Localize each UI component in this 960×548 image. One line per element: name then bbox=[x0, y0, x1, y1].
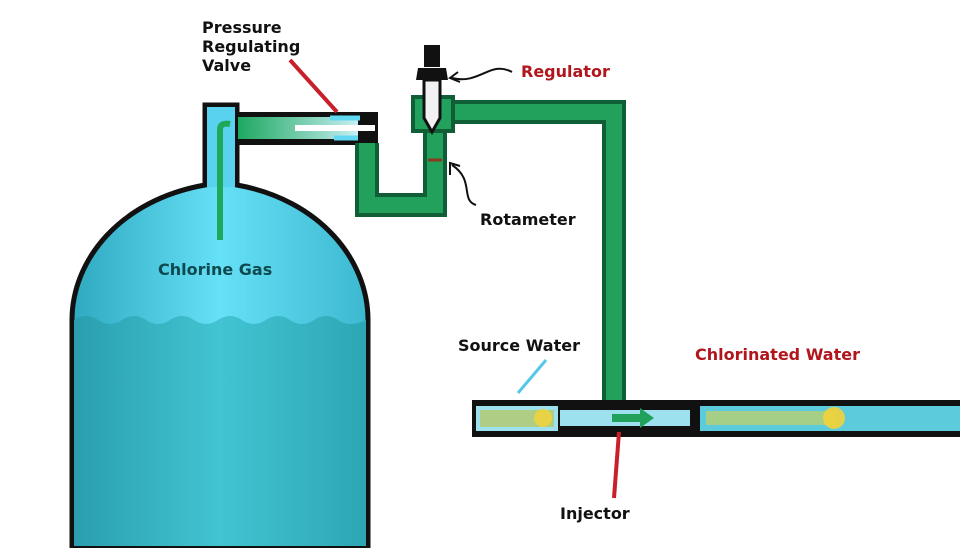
pressure-valve-label: Pressure Regulating Valve bbox=[202, 18, 300, 75]
chlorinated-water-label: Chlorinated Water bbox=[695, 345, 860, 364]
rotameter-label: Rotameter bbox=[480, 210, 576, 229]
source-water-pointer bbox=[516, 359, 548, 394]
label-line: Pressure bbox=[202, 18, 282, 37]
rotameter-arrow-icon bbox=[449, 161, 461, 175]
rotameter-pointer bbox=[451, 164, 477, 206]
regulator-pointer bbox=[451, 67, 513, 81]
injector-label: Injector bbox=[560, 504, 630, 523]
chlorine-gas-label: Chlorine Gas bbox=[158, 260, 273, 279]
regulator-arrow-icon bbox=[447, 71, 461, 83]
chlorine-tank bbox=[69, 102, 371, 548]
flow-arrow-icon bbox=[612, 408, 654, 428]
regulator-label: Regulator bbox=[521, 62, 610, 81]
pressure-valve-pointer bbox=[288, 58, 339, 114]
gas-tube bbox=[217, 120, 231, 240]
injector-pointer bbox=[612, 431, 621, 499]
source-water-label: Source Water bbox=[458, 336, 580, 355]
gas-line-to-injector bbox=[450, 100, 626, 420]
water-main-pipe bbox=[472, 400, 960, 437]
label-line: Valve bbox=[202, 56, 252, 75]
regulator bbox=[416, 45, 448, 136]
water-surface bbox=[74, 316, 366, 546]
pressure-regulating-valve bbox=[237, 112, 378, 145]
label-line: Regulating bbox=[202, 37, 301, 56]
